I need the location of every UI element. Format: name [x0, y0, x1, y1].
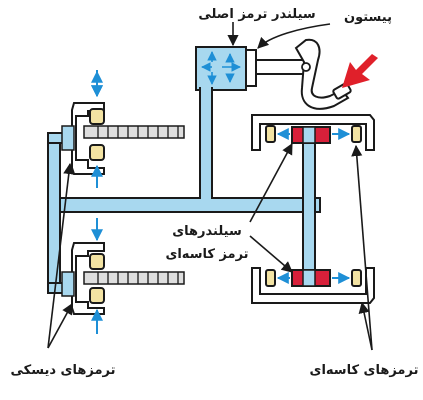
- drum-brakes-label: ترمزهای کاسه‌ای: [310, 363, 419, 378]
- brake-pedal: [294, 38, 350, 110]
- piston-rod: [245, 49, 257, 87]
- drum-brake-top: [251, 114, 375, 151]
- main-brake-line: [47, 197, 321, 213]
- drum-shoe-bottom-right: [351, 269, 362, 287]
- master-cylinder-body: [195, 46, 247, 91]
- disc-brake-bottom: [61, 218, 185, 334]
- master-cylinder-label: سیلندر ترمز اصلی: [198, 7, 315, 22]
- drum-shoe-top-left: [265, 125, 276, 143]
- disc-brake-top: [61, 70, 185, 188]
- disc-brakes-label: ترمزهای دیسکی: [11, 363, 116, 378]
- pad-bottom-a: [89, 253, 105, 270]
- rotor-bottom: [83, 271, 185, 285]
- drum-shoe-bottom-left: [265, 269, 276, 287]
- drum-brake-bottom: [251, 267, 375, 304]
- pad-top-a: [89, 108, 105, 125]
- rotor-top: [83, 125, 185, 139]
- wheel-cylinders-label-line2: ترمز کاسه‌ای: [165, 247, 248, 262]
- leader-lines: [47, 22, 373, 351]
- piston-label: پیستون: [344, 10, 392, 25]
- red-arrow-icon: [342, 54, 378, 88]
- wheel-cylinders-label: سیلندرهای: [172, 224, 242, 239]
- master-cylinder: [201, 38, 378, 110]
- pad-top-b: [89, 144, 105, 161]
- pad-bottom-b: [89, 287, 105, 304]
- master-outlet-pipe: [199, 87, 213, 199]
- drum-shoe-top-right: [351, 125, 362, 143]
